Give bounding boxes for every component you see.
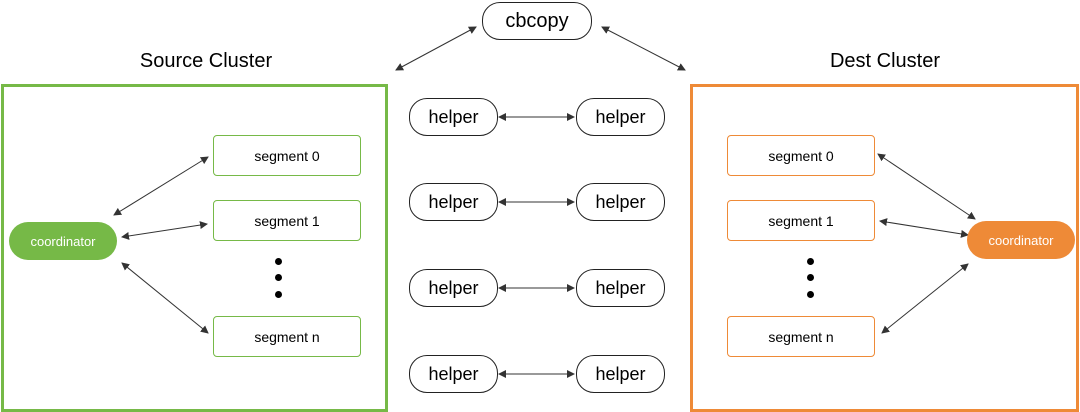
dest-ellipsis-dot xyxy=(807,274,814,281)
dest-segment-1: segment 1 xyxy=(727,200,875,241)
arrow-cbcopy-source xyxy=(395,26,477,71)
helper-left-1: helper xyxy=(409,98,498,136)
helper-right-2: helper xyxy=(576,183,665,221)
dest-segment-0: segment 0 xyxy=(727,135,875,176)
dest-ellipsis-dot xyxy=(807,291,814,298)
source-segment-n: segment n xyxy=(213,316,361,357)
dest-coordinator: coordinator xyxy=(967,221,1075,259)
source-segment-0: segment 0 xyxy=(213,135,361,176)
source-cluster-box xyxy=(1,84,388,412)
helper-left-2: helper xyxy=(409,183,498,221)
arrow-cbcopy-dest xyxy=(601,26,686,71)
helper-right-1: helper xyxy=(576,98,665,136)
dest-segment-n: segment n xyxy=(727,316,875,357)
helper-right-3: helper xyxy=(576,269,665,307)
helper-left-3: helper xyxy=(409,269,498,307)
dest-cluster-title: Dest Cluster xyxy=(829,50,941,72)
source-cluster-title: Source Cluster xyxy=(139,50,273,72)
helper-right-4: helper xyxy=(576,355,665,393)
dest-ellipsis-dot xyxy=(807,258,814,265)
source-ellipsis-dot xyxy=(275,274,282,281)
source-ellipsis-dot xyxy=(275,258,282,265)
helper-left-4: helper xyxy=(409,355,498,393)
dest-cluster-box xyxy=(690,84,1079,412)
source-ellipsis-dot xyxy=(275,291,282,298)
source-coordinator: coordinator xyxy=(9,222,117,260)
source-segment-1: segment 1 xyxy=(213,200,361,241)
cbcopy-node: cbcopy xyxy=(482,2,592,40)
